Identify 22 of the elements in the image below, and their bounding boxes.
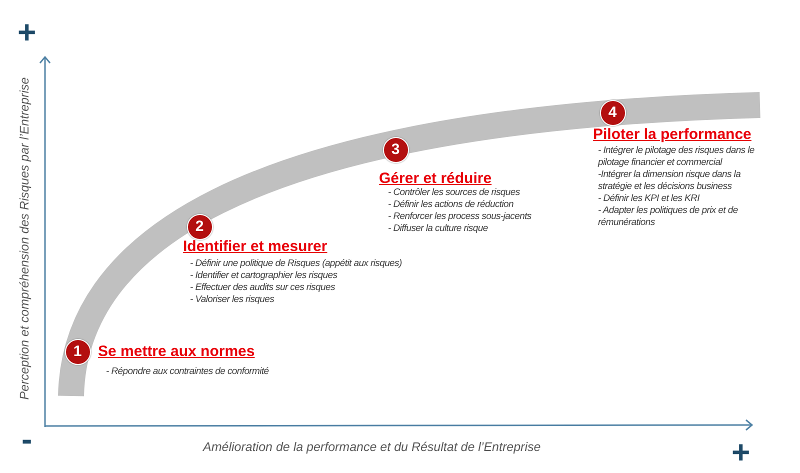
step-title: Gérer et réduire (379, 170, 492, 187)
bullet-text: - Intégrer le pilotage des risques dans le pilotage financier et commercial (598, 145, 756, 169)
bullet-text: - Adapter les politiques de prix et de rémunérations (598, 205, 739, 229)
plus-sign: + (732, 437, 750, 467)
bullet-text: - Contrôler les sources de risques (388, 187, 521, 199)
bullet-text: - Renforcer les process sous-jacents (388, 211, 532, 223)
bullet-text: - Définir les actions de réduction (388, 199, 515, 211)
plus-sign: + (18, 17, 36, 47)
minus-sign: - (22, 424, 32, 454)
bullet-text: - Répondre aux contraintes de conformité (106, 366, 270, 378)
step-title: Se mettre aux normes (98, 343, 255, 360)
y-axis-label: Perception et compréhension des Risques par l’Entreprise (18, 76, 33, 400)
bullet-text: - Identifier et cartographier les risques (190, 270, 338, 282)
bullet-text: -Intégrer la dimension risque dans la stratégie et les décisions business (598, 169, 742, 193)
bullet-text: - Définir les KPI et les KRI (598, 193, 701, 205)
bullet-text: - Valoriser les risques (190, 294, 276, 306)
bullet-text: - Effectuer des audits sur ces risques (190, 282, 336, 294)
step-title: Identifier et mesurer (183, 238, 328, 255)
x-axis-label: Amélioration de la performance et du Résultat de l’Entreprise (203, 440, 541, 455)
step-title: Piloter la performance (593, 126, 752, 143)
bullet-text: - Diffuser la culture risque (388, 223, 489, 235)
bullet-text: - Définir une politique de Risques (appétit aux risques) (190, 258, 403, 270)
